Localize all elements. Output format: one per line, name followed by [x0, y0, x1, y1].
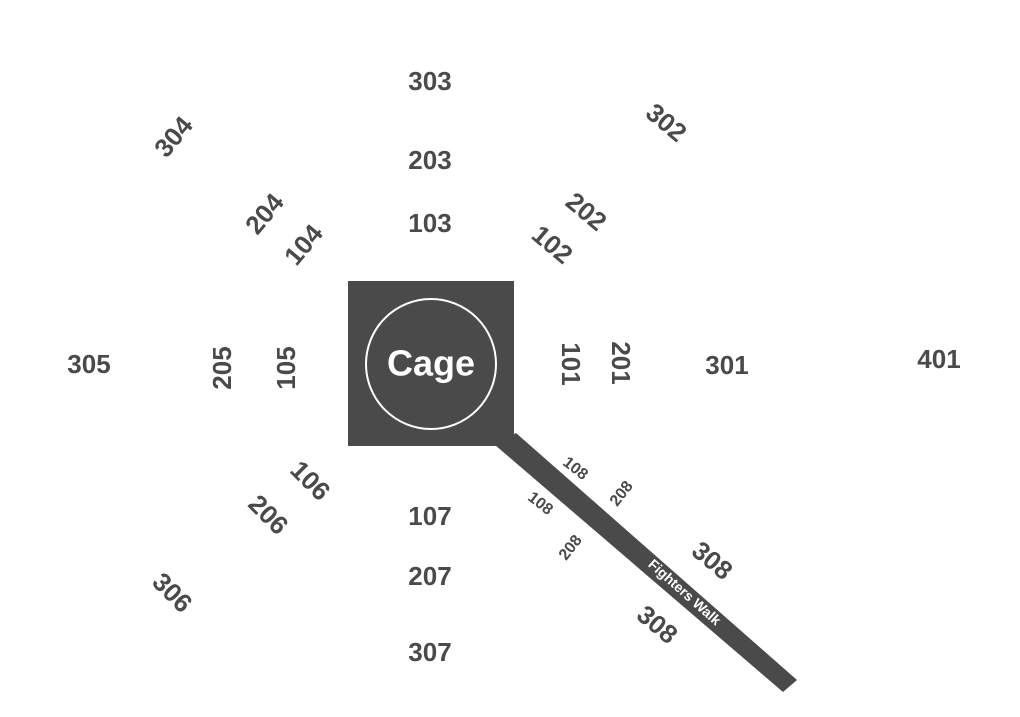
section-307[interactable]: 307	[408, 637, 451, 667]
section-202[interactable]: 202	[560, 186, 613, 237]
section-201[interactable]: 201	[606, 341, 636, 384]
section-104[interactable]: 104	[278, 218, 329, 271]
section-204[interactable]: 204	[239, 187, 290, 240]
section-302[interactable]: 302	[640, 97, 693, 148]
cage-label: Cage	[387, 343, 475, 384]
cage-ring	[365, 298, 497, 430]
fighters-walk[interactable]	[495, 433, 797, 692]
section-308-upper[interactable]: 308	[686, 535, 739, 586]
section-107[interactable]: 107	[408, 501, 451, 531]
section-208-upper[interactable]: 208	[607, 478, 637, 510]
section-401[interactable]: 401	[917, 344, 960, 374]
section-206[interactable]: 206	[243, 489, 295, 541]
section-103[interactable]: 103	[408, 208, 451, 238]
section-306[interactable]: 306	[147, 567, 199, 619]
section-203[interactable]: 203	[408, 145, 451, 175]
section-304[interactable]: 304	[148, 110, 199, 163]
section-303[interactable]: 303	[408, 66, 451, 96]
section-305[interactable]: 305	[67, 349, 110, 379]
section-208-lower[interactable]: 208	[556, 532, 586, 564]
section-106[interactable]: 106	[285, 455, 337, 507]
section-108-lower[interactable]: 108	[524, 489, 556, 519]
section-301[interactable]: 301	[705, 350, 748, 380]
cage[interactable]	[348, 281, 514, 446]
section-101[interactable]: 101	[556, 342, 586, 385]
section-308-lower[interactable]: 308	[631, 599, 684, 650]
section-102[interactable]: 102	[526, 219, 579, 270]
section-105[interactable]: 105	[271, 346, 301, 389]
section-207[interactable]: 207	[408, 561, 451, 591]
section-205[interactable]: 205	[207, 346, 237, 389]
